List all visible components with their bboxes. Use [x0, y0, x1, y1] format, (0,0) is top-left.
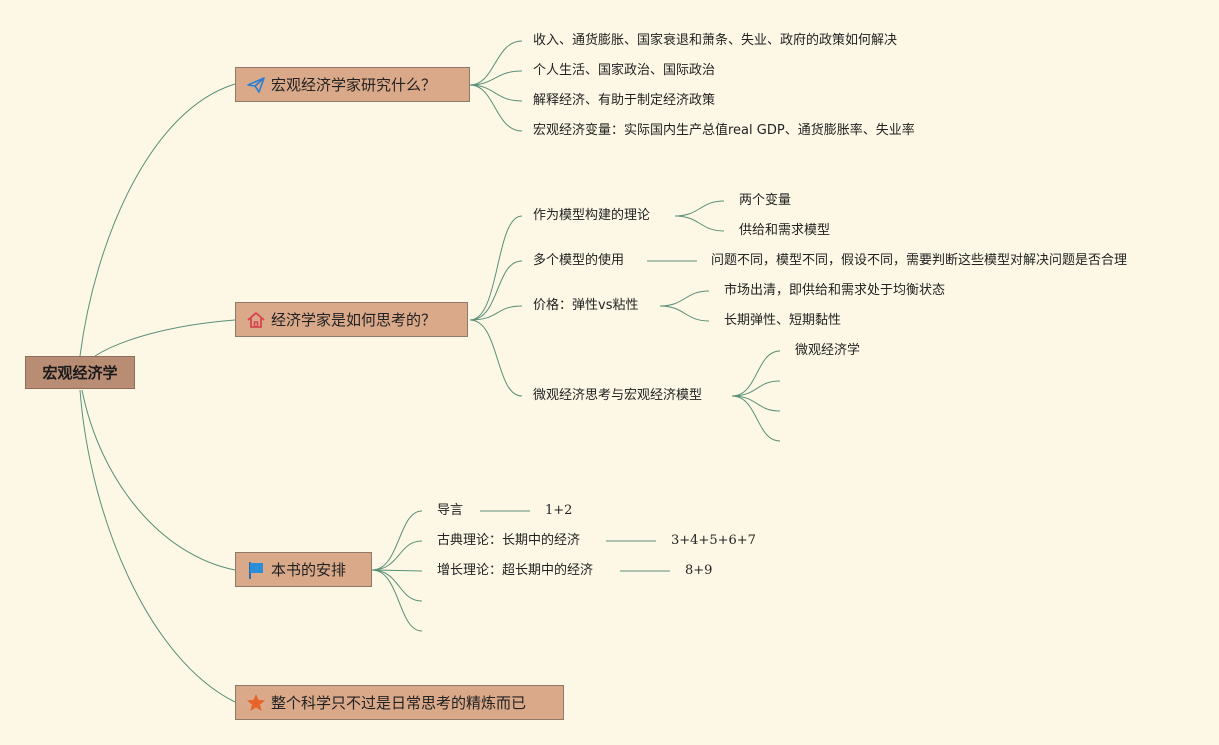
leaf-chapters[interactable]: 3+4+5+6+7: [671, 533, 756, 548]
sub-topic[interactable]: 价格：弹性vs粘性: [533, 298, 639, 313]
branch-what-macroeconomists-study[interactable]: 宏观经济学家研究什么？: [235, 67, 470, 102]
root-label: 宏观经济学: [42, 364, 118, 382]
leaf-topic[interactable]: 微观经济学: [795, 343, 861, 358]
paper-plane-icon: [247, 76, 265, 93]
root-node[interactable]: 宏观经济学: [25, 356, 135, 389]
branch-label: 本书的安排: [271, 561, 347, 579]
leaf-chapters[interactable]: 1+2: [545, 503, 573, 518]
leaf-chapters[interactable]: 8+9: [685, 563, 713, 578]
sub-topic[interactable]: 作为模型构建的理论: [533, 208, 651, 223]
branch-label: 经济学家是如何思考的？: [271, 311, 437, 329]
star-icon: [247, 693, 265, 711]
sub-topic[interactable]: 导言: [437, 503, 464, 518]
leaf-topic[interactable]: 解释经济、有助于制定经济政策: [533, 93, 716, 108]
branch-science-refinement[interactable]: 整个科学只不过是日常思考的精炼而已: [235, 685, 564, 720]
leaf-topic[interactable]: 宏观经济变量：实际国内生产总值real GDP、通货膨胀率、失业率: [533, 123, 915, 138]
leaf-topic[interactable]: 个人生活、国家政治、国际政治: [533, 63, 716, 78]
leaf-topic[interactable]: 市场出清，即供给和需求处于均衡状态: [724, 283, 946, 298]
connector-root-b2: [94, 319, 236, 357]
branch-label: 整个科学只不过是日常思考的精炼而已: [271, 694, 527, 712]
leaf-topic[interactable]: 长期弹性、短期黏性: [724, 313, 842, 328]
leaf-topic[interactable]: 问题不同，模型不同，假设不同，需要判断这些模型对解决问题是否合理: [711, 253, 1128, 268]
leaf-topic[interactable]: 两个变量: [739, 193, 792, 208]
sub-topic[interactable]: 增长理论：超长期中的经济: [437, 563, 594, 578]
home-icon: [247, 311, 265, 328]
sub-topic[interactable]: 微观经济思考与宏观经济模型: [533, 388, 703, 403]
branch-book-arrangement[interactable]: 本书的安排: [235, 552, 372, 587]
leaf-topic[interactable]: 收入、通货膨胀、国家衰退和萧条、失业、政府的政策如何解决: [533, 33, 898, 48]
sub-topic[interactable]: 古典理论：长期中的经济: [437, 533, 581, 548]
connector-root-b3: [81, 389, 236, 571]
branch-label: 宏观经济学家研究什么？: [271, 76, 437, 94]
connector-root-b1: [79, 83, 236, 357]
branch-how-economists-think[interactable]: 经济学家是如何思考的？: [235, 302, 468, 337]
connector-root-b4: [79, 389, 236, 703]
leaf-topic[interactable]: 供给和需求模型: [739, 223, 831, 238]
flag-icon: [249, 561, 263, 579]
sub-topic[interactable]: 多个模型的使用: [533, 253, 625, 268]
